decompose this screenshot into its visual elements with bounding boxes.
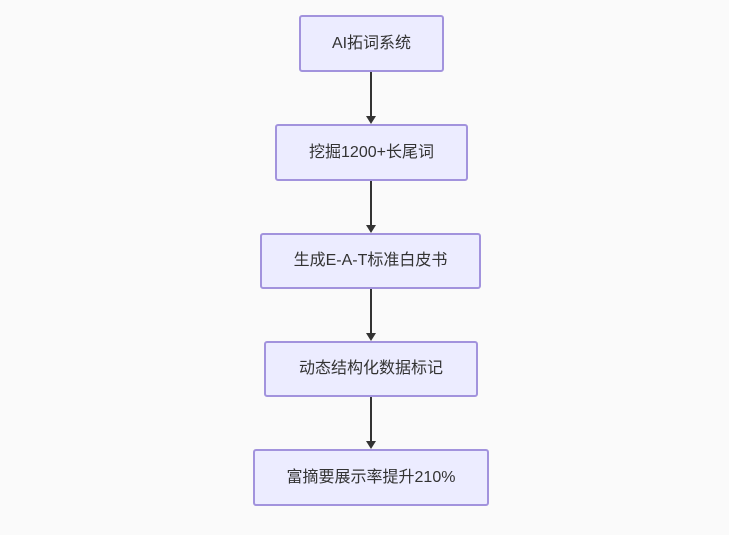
flowchart-arrow-2: [366, 181, 376, 233]
arrow-head-icon: [366, 333, 376, 341]
flowchart-node-eat-whitepaper: 生成E-A-T标准白皮书: [260, 233, 481, 289]
node-label: 动态结构化数据标记: [298, 360, 443, 378]
flowchart-node-ai-word-system: AI拓词系统: [299, 15, 444, 72]
node-label: 生成E-A-T标准白皮书: [293, 252, 448, 270]
flowchart-node-longtail-mining: 挖掘1200+长尾词: [275, 124, 468, 181]
flowchart-arrow-1: [366, 72, 376, 124]
flowchart-arrow-3: [366, 289, 376, 341]
flowchart-node-rich-snippet-result: 富摘要展示率提升210%: [253, 449, 489, 506]
arrow-head-icon: [366, 441, 376, 449]
node-label: AI拓词系统: [331, 34, 412, 52]
arrow-head-icon: [366, 116, 376, 124]
node-label: 挖掘1200+长尾词: [309, 143, 434, 161]
arrow-line: [370, 397, 372, 441]
flowchart-arrow-4: [366, 397, 376, 449]
arrow-head-icon: [366, 225, 376, 233]
flowchart-node-structured-data-markup: 动态结构化数据标记: [264, 341, 478, 397]
arrow-line: [370, 181, 372, 225]
arrow-line: [370, 289, 372, 333]
arrow-line: [370, 72, 372, 116]
node-label: 富摘要展示率提升210%: [286, 468, 456, 486]
